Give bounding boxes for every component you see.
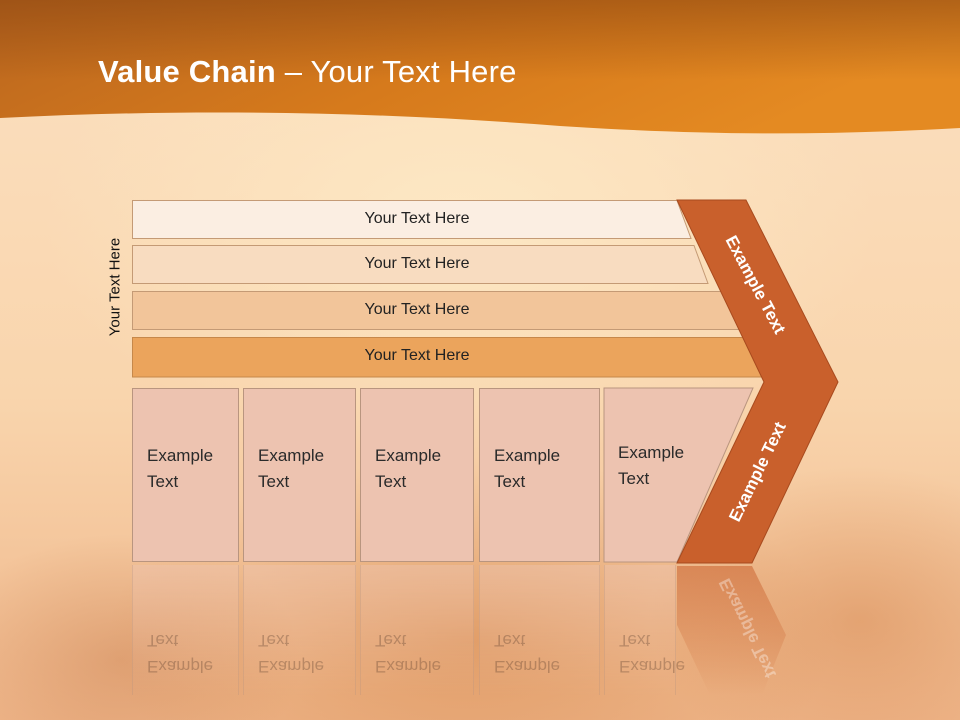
box-1-reflection-line2: Text <box>147 631 179 650</box>
row-2-label: Your Text Here <box>364 255 470 272</box>
slide-title: Value Chain – Your Text Here <box>98 54 517 90</box>
box-5-line2: Text <box>618 469 650 488</box>
box-4-reflection-line1: Example <box>494 657 561 676</box>
value-chevron <box>676 199 839 695</box>
box-2-line2: Text <box>258 472 290 491</box>
row-1-shape <box>132 200 692 239</box>
row-3-label: Your Text Here <box>364 301 470 318</box>
side-label: Your Text Here <box>106 237 124 337</box>
row-4-label: Your Text Here <box>364 347 470 364</box>
box-2-reflection-line2: Text <box>258 631 290 650</box>
box-5-line1: Example <box>618 443 685 462</box>
box-1-reflection: Example Text <box>132 565 239 695</box>
title-rest: – Your Text Here <box>275 54 517 89</box>
box-3-line1: Example <box>375 446 442 465</box>
box-2-reflection-text: Example Text <box>258 627 324 679</box>
box-1-line2: Text <box>147 472 179 491</box>
box-2-reflection-line1: Example <box>258 657 325 676</box>
box-1-line1: Example <box>147 446 214 465</box>
box-2-line1: Example <box>258 446 325 465</box>
box-1-reflection-text: Example Text <box>147 627 213 679</box>
box-4-line2: Text <box>494 472 526 491</box>
row-3: Your Text Here <box>132 291 740 330</box>
row-4: Your Text Here <box>132 337 763 378</box>
header-band <box>0 0 960 134</box>
row-1: Your Text Here <box>132 200 702 239</box>
box-3-reflection-text: Example Text <box>375 627 441 679</box>
box-2-reflection: Example Text <box>243 565 356 695</box>
row-1-label: Your Text Here <box>364 210 470 227</box>
row-2: Your Text Here <box>132 245 709 284</box>
box-3-reflection: Example Text <box>360 565 474 695</box>
box-4-reflection-text: Example Text <box>494 627 560 679</box>
box-3-reflection-line1: Example <box>375 657 442 676</box>
row-2-shape <box>132 245 709 284</box>
box-3-line2: Text <box>375 472 407 491</box>
box-3-reflection-line2: Text <box>375 631 407 650</box>
title-bold: Value Chain <box>98 54 276 89</box>
box-1-reflection-line1: Example <box>147 657 214 676</box>
box-4-reflection-line2: Text <box>494 631 526 650</box>
box-4-reflection: Example Text <box>479 565 600 695</box>
box-4-line1: Example <box>494 446 561 465</box>
